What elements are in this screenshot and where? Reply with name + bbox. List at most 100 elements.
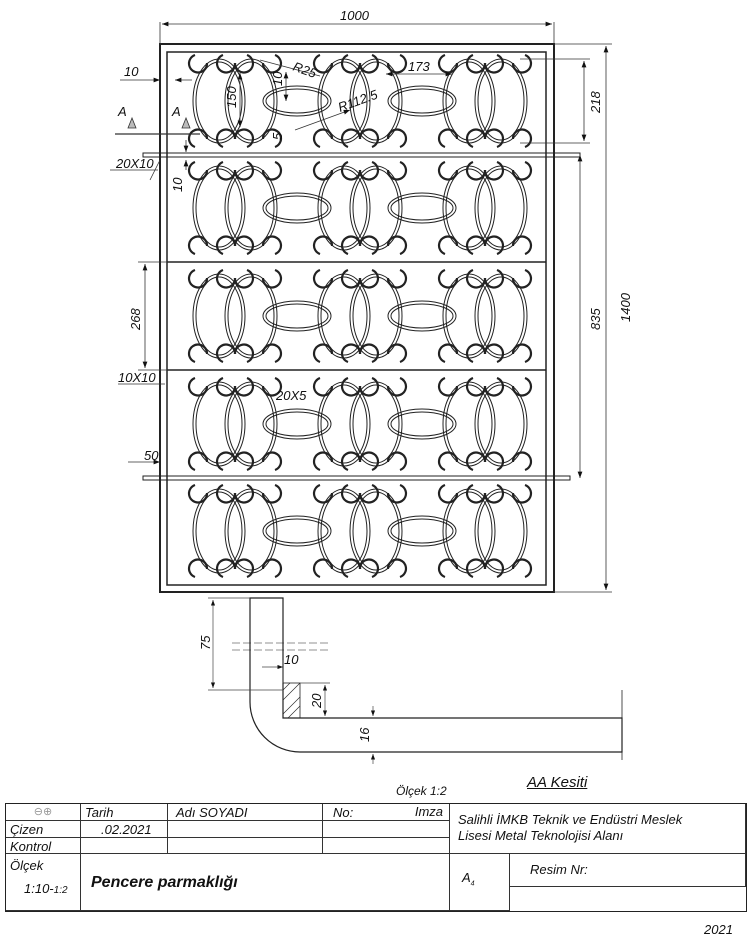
link-ellipse: [387, 300, 457, 332]
link-ellipse-inner: [390, 518, 454, 544]
link-ellipse: [387, 192, 457, 224]
scroll-hook: [465, 376, 487, 397]
scroll-hook: [215, 483, 237, 504]
scroll-hook: [386, 128, 408, 149]
link-ellipse-inner: [265, 88, 329, 114]
scroll-hook: [386, 53, 408, 74]
scroll-hook: [465, 558, 487, 579]
scroll-hook: [312, 343, 334, 364]
scroll-hook: [215, 53, 237, 74]
scroll-hook: [312, 483, 334, 504]
name-cell: [168, 821, 323, 838]
scroll-hook: [340, 235, 362, 256]
scroll-hook: [340, 451, 362, 472]
scroll-hook: [358, 451, 380, 472]
scroll-hook: [215, 160, 237, 181]
link-ellipse: [262, 300, 332, 332]
scroll-hook: [261, 268, 283, 289]
scroll-hook: [312, 235, 334, 256]
section-mark-left: A: [117, 104, 127, 119]
section-dim-10: 10: [284, 652, 299, 667]
dim-height: 1400: [618, 292, 633, 322]
scroll-hook: [261, 558, 283, 579]
scroll-hook: [437, 483, 459, 504]
scroll-hook: [187, 376, 209, 397]
projection-symbol: ⊖⊕: [6, 804, 81, 821]
scroll-hook: [233, 160, 255, 181]
scroll-hook: [483, 160, 505, 181]
dim-width: 1000: [340, 8, 370, 23]
sheet-letter: A: [462, 870, 471, 885]
label-adi: Adı SOYADI: [168, 804, 323, 821]
dim-ring-small: 5: [270, 132, 285, 140]
scale-value-small: 1:2: [53, 885, 68, 896]
link-ellipse-inner: [265, 303, 329, 329]
scroll-hook: [312, 268, 334, 289]
ring-ellipse-inner: [320, 276, 368, 356]
year: 2021: [704, 922, 733, 937]
label-olcek: Ölçek: [10, 858, 44, 873]
ring-ellipse-inner: [352, 276, 400, 356]
section-mark-right: A: [171, 104, 181, 119]
dim-spacing: 173: [408, 59, 430, 74]
link-ellipse: [387, 85, 457, 117]
scroll-hook: [340, 343, 362, 364]
kontrol-name-cell: [168, 838, 323, 854]
school-line-1: Salihli İMKB Teknik ve Endüstri Meslek: [458, 812, 683, 827]
scroll-hook: [312, 160, 334, 181]
scroll-hook: [358, 343, 380, 364]
label-no: No:Imza: [323, 804, 450, 821]
label-resim-nr: Resim Nr:: [510, 854, 746, 887]
section-dim-20: 20: [309, 693, 324, 709]
scroll-hook: [386, 483, 408, 504]
scroll-hook: [233, 128, 255, 149]
sheet-size: A4: [450, 854, 510, 911]
ring-ellipse-inner: [477, 276, 525, 356]
scroll-hook: [358, 128, 380, 149]
kontrol-no-cell: [323, 838, 450, 854]
dimensions: [110, 21, 612, 593]
dim-top-panel: 218: [588, 91, 603, 114]
scroll-hook: [437, 268, 459, 289]
scroll-hook: [340, 128, 362, 149]
scroll-hook: [386, 558, 408, 579]
ring-ellipse-inner: [195, 276, 243, 356]
scroll-hook: [511, 451, 533, 472]
scroll-hook: [312, 558, 334, 579]
ring-ellipse-inner: [227, 61, 275, 141]
link-ellipse: [387, 408, 457, 440]
scroll-hook: [187, 268, 209, 289]
scroll-hook: [483, 53, 505, 74]
scroll-hook: [215, 235, 237, 256]
flat-bar: [142, 475, 571, 481]
scroll-hook: [261, 128, 283, 149]
dim-ring-gap: 10: [270, 71, 285, 86]
kontrol-date-cell: [81, 838, 168, 854]
scroll-hook: [465, 268, 487, 289]
scroll-hook: [483, 128, 505, 149]
ring-ellipse-inner: [320, 491, 368, 571]
ring-ellipse-inner: [195, 168, 243, 248]
label-no-text: No:: [333, 805, 354, 820]
scroll-hook: [511, 483, 533, 504]
link-ellipse: [262, 515, 332, 547]
flat-bar: [142, 152, 581, 158]
scroll-hook: [511, 160, 533, 181]
scroll-hook: [187, 128, 209, 149]
link-ellipse: [387, 515, 457, 547]
scroll-hook: [187, 160, 209, 181]
ring-ellipse-inner: [445, 168, 493, 248]
label-kontrol: Kontrol: [6, 838, 81, 854]
label-flat-20x5: 20X5: [275, 388, 307, 403]
dim-ring-h: 150: [224, 86, 239, 108]
link-ellipse-inner: [390, 88, 454, 114]
scroll-hook: [233, 483, 255, 504]
link-ellipse-inner: [265, 518, 329, 544]
label-tarih: Tarih: [81, 804, 168, 821]
scroll-hook: [340, 53, 362, 74]
resim-nr-value-cell: [510, 887, 746, 911]
ring-ellipse-inner: [195, 491, 243, 571]
scroll-hook: [261, 451, 283, 472]
link-ellipse-inner: [390, 195, 454, 221]
